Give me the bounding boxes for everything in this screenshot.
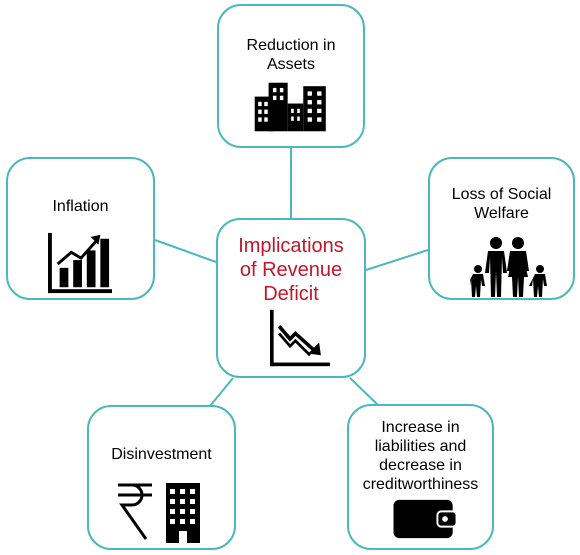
connector-left: [154, 239, 217, 263]
node-increase-in-liabilities: Increase in liabilities and decrease in …: [347, 404, 494, 550]
buildings-icon: [254, 82, 326, 132]
center-node: Implications of Revenue Deficit: [216, 218, 366, 378]
node-reduction-in-assets: Reduction in Assets: [217, 4, 365, 148]
node-label: Disinvestment: [111, 446, 212, 463]
node-inflation: Inflation: [6, 157, 155, 300]
node-disinvestment: Disinvestment: [87, 405, 236, 550]
node-label: Reduction in Assets: [246, 37, 336, 73]
wallet-icon: [393, 499, 458, 539]
connector-bottom-right: [349, 377, 379, 406]
node-loss-of-social-welfare: Loss of Social Welfare: [428, 157, 575, 300]
node-label: Increase in liabilities and decrease in …: [362, 419, 479, 493]
connector-right: [365, 249, 429, 271]
family-icon: [470, 237, 547, 297]
center-title: Implications of Revenue Deficit: [238, 235, 344, 305]
node-label: Loss of Social Welfare: [451, 186, 552, 222]
connector-bottom-left: [209, 377, 234, 407]
rising-chart-icon: [48, 232, 112, 294]
node-label: Inflation: [52, 198, 109, 215]
rupee-building-icon: [118, 483, 200, 543]
declining-chart-icon: [270, 309, 330, 367]
